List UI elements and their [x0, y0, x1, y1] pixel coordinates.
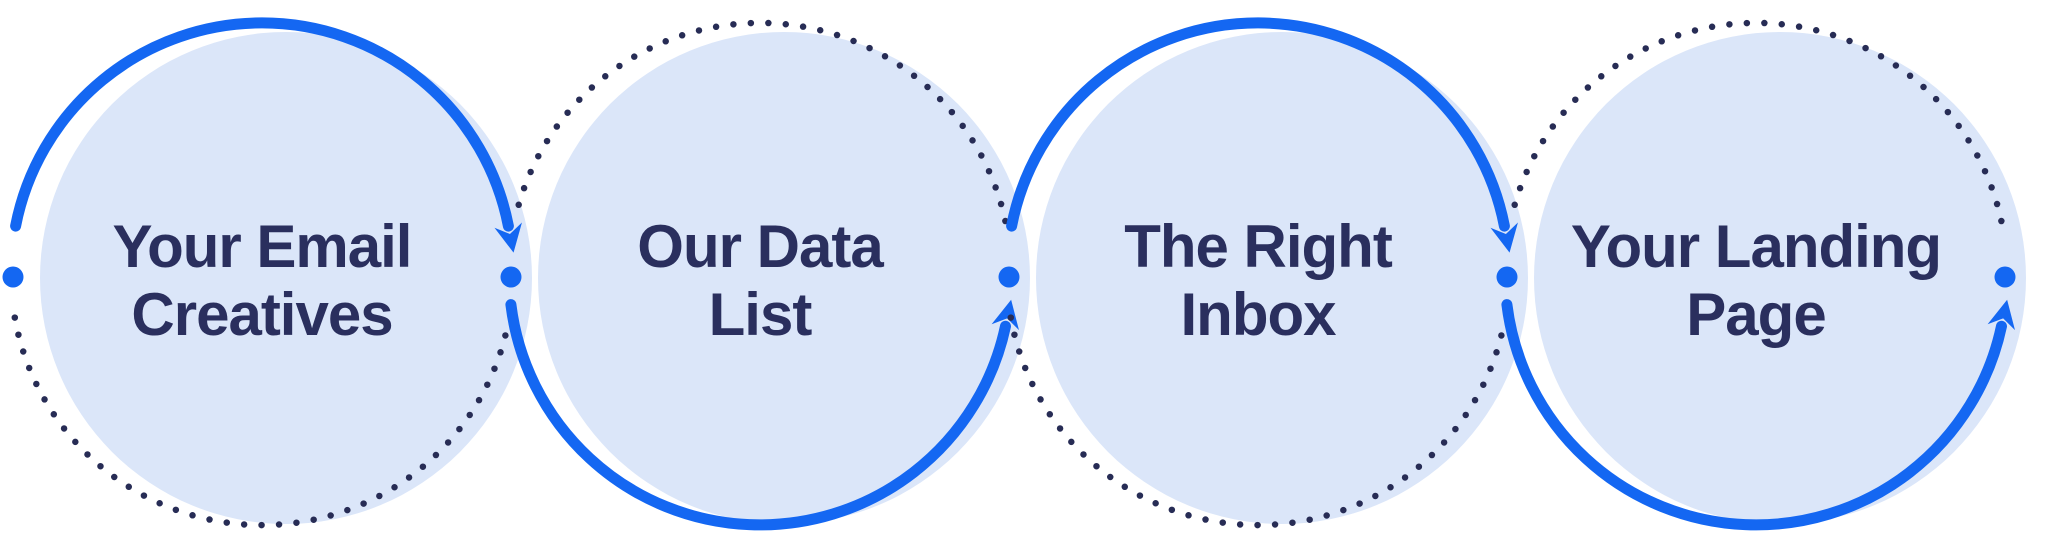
- connector-dot: [500, 266, 522, 288]
- step-4-fill-circle: [1534, 32, 2026, 524]
- fill-circles: [40, 32, 2026, 524]
- connector-dot: [2, 266, 24, 288]
- connector-dots: [2, 266, 2016, 288]
- step-2-dotted-arc: [515, 19, 1010, 230]
- step-1-dotted-arc: [11, 314, 512, 529]
- connector-dot: [1496, 266, 1518, 288]
- step-2-solid-arrow-arc: [505, 299, 1019, 531]
- connector-dot: [1994, 266, 2016, 288]
- step-2-fill-circle: [538, 32, 1030, 524]
- step-3-dotted-arc: [1007, 314, 1508, 529]
- step-1-solid-arrow-arc: [10, 17, 522, 253]
- step-3-fill-circle: [1036, 32, 1528, 524]
- connector-dot: [998, 266, 1020, 288]
- step-1-fill-circle: [40, 32, 532, 524]
- step-3-solid-arrow-arc: [1006, 17, 1518, 253]
- arc-rings: [10, 17, 2015, 531]
- step-4-solid-arrow-arc: [1501, 299, 2015, 531]
- step-4-dotted-arc: [1511, 19, 2006, 230]
